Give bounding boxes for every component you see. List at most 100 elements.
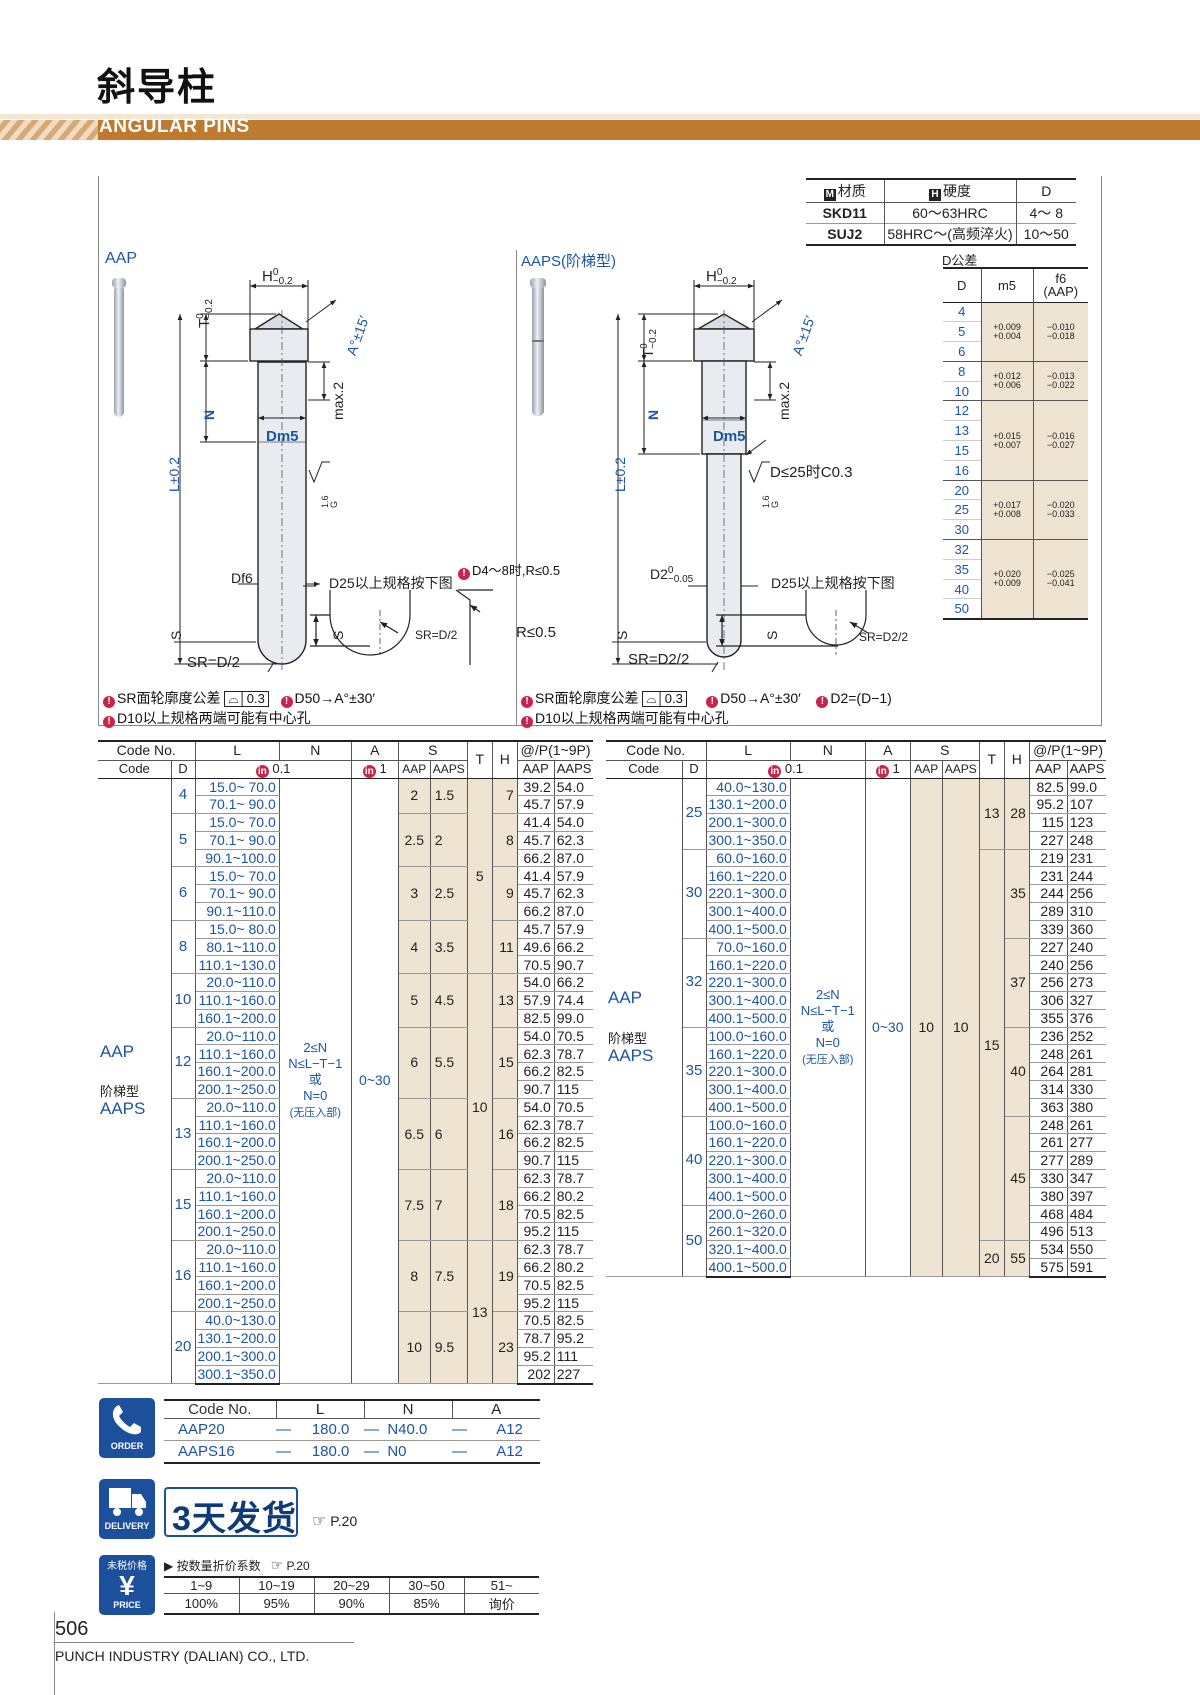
profile-icon: ⌓ (228, 691, 239, 706)
l-range: 300.1~400.0 (706, 991, 791, 1010)
in-icon: in (875, 764, 889, 778)
delivery-text: 3天发货 (172, 1500, 297, 1538)
tol-d: 20 (943, 480, 982, 500)
l-range: 90.1~100.0 (195, 849, 280, 868)
price-aap: 314 (1029, 1080, 1068, 1099)
price-aaps: 78.7 (554, 1044, 594, 1064)
d-cell: 10 (171, 973, 196, 1028)
price-aaps: 82.5 (554, 1311, 594, 1331)
s-aaps: 6 (430, 1098, 468, 1171)
price-aap: 95.2 (517, 1222, 555, 1242)
price-aap: 227 (1029, 831, 1068, 850)
l-range: 15.0~ 70.0 (195, 778, 280, 797)
material-cell: SKD11 (806, 202, 885, 224)
s-aap: 5 (398, 973, 431, 1028)
max-dim-right: max.2 (776, 381, 792, 420)
l-range: 70.1~ 90.0 (195, 831, 280, 850)
price-aaps: 261 (1067, 1044, 1107, 1064)
order-a: — A12 (452, 1442, 523, 1460)
d-cell: 4 (171, 778, 196, 815)
price-rate: 90% (314, 1593, 390, 1614)
a-header: A (865, 740, 911, 761)
price-aaps: 327 (1067, 991, 1107, 1010)
price-aaps: 281 (1067, 1062, 1107, 1082)
price-aap: 95.2 (1029, 795, 1068, 815)
yen-icon: ¥ (119, 1570, 135, 1601)
tol-header: f6 (AAP) (1043, 271, 1079, 300)
d-cell: 8 (171, 920, 196, 975)
price-aaps: 62.3 (554, 831, 594, 850)
l-range: 320.1~400.0 (706, 1240, 791, 1260)
price-aap: 54.0 (517, 1027, 555, 1046)
h-cell: 45 (1004, 1116, 1030, 1242)
price-aaps: 80.2 (554, 1187, 594, 1206)
price-aap: 95.2 (517, 1294, 555, 1313)
price-aap: 41.4 (517, 866, 555, 886)
tol-d: 5 (943, 321, 982, 342)
price-aaps: 57.9 (554, 920, 594, 939)
drawing-divider (516, 250, 517, 726)
l-range: 15.0~ 70.0 (195, 866, 280, 886)
title-bar-stripes (0, 108, 1200, 140)
price-aap: 66.2 (517, 1062, 555, 1082)
order-a: — A12 (452, 1421, 523, 1438)
footer-rule (54, 1642, 354, 1643)
price-aaps: 78.7 (554, 1116, 594, 1135)
page-number: 506 (55, 1618, 89, 1640)
l-range: 20.0~110.0 (195, 1098, 280, 1117)
notes-right: !SR面轮廓度公差 ⌓│0.3 !D50→A°±30′ !D2=(D−1) !D… (521, 688, 892, 728)
price-aaps: 82.5 (554, 1062, 594, 1082)
l-step: in 0.1 (195, 760, 352, 779)
price-aaps: 62.3 (554, 884, 594, 904)
h-cell: 37 (1004, 938, 1030, 1028)
note-icon: ! (103, 716, 115, 728)
price-aap: 202 (517, 1365, 555, 1385)
l-range: 220.1~300.0 (706, 973, 791, 993)
l-range: 130.1~200.0 (706, 795, 791, 815)
price-aap: 227 (1029, 938, 1068, 957)
price-aap: 244 (1029, 884, 1068, 904)
price-aaps: 252 (1067, 1027, 1107, 1046)
t-cell: 13 (467, 1240, 493, 1384)
t-cell: 20 (979, 1240, 1005, 1278)
l-range: 160.1~220.0 (706, 955, 791, 975)
d-cell: 32 (682, 938, 707, 1028)
n-header: N (790, 740, 866, 761)
price-aaps: 78.7 (554, 1240, 594, 1260)
sr-right: SR=D2/2 (628, 651, 690, 668)
hardness-cell: 58HRC～(高频淬火) (884, 223, 1017, 245)
price-aaps: 70.5 (554, 1098, 594, 1117)
price-aaps: 95.2 (554, 1329, 594, 1348)
a-step: in 1 (865, 760, 911, 779)
price-aaps: 87.0 (554, 849, 594, 868)
dm5-right: Dm5 (713, 428, 746, 445)
price-aap: 62.3 (517, 1044, 555, 1064)
price-aaps: 261 (1067, 1116, 1107, 1135)
s-aap-header: AAP (910, 760, 943, 779)
price-aaps: 550 (1067, 1240, 1107, 1260)
price-aap: 57.9 (517, 991, 555, 1010)
l-dim-left: L±0.2 (166, 457, 182, 492)
pointing-hand-icon: ☞ (312, 1513, 327, 1530)
s-aaps: 9.5 (430, 1311, 468, 1384)
d25-note-left: D25以上规格按下图 (329, 575, 453, 591)
price-aaps: 87.0 (554, 902, 594, 921)
hardness-header: 硬度 (943, 183, 971, 199)
l-range: 220.1~300.0 (706, 1062, 791, 1082)
max-dim-left: max.2 (330, 381, 346, 420)
